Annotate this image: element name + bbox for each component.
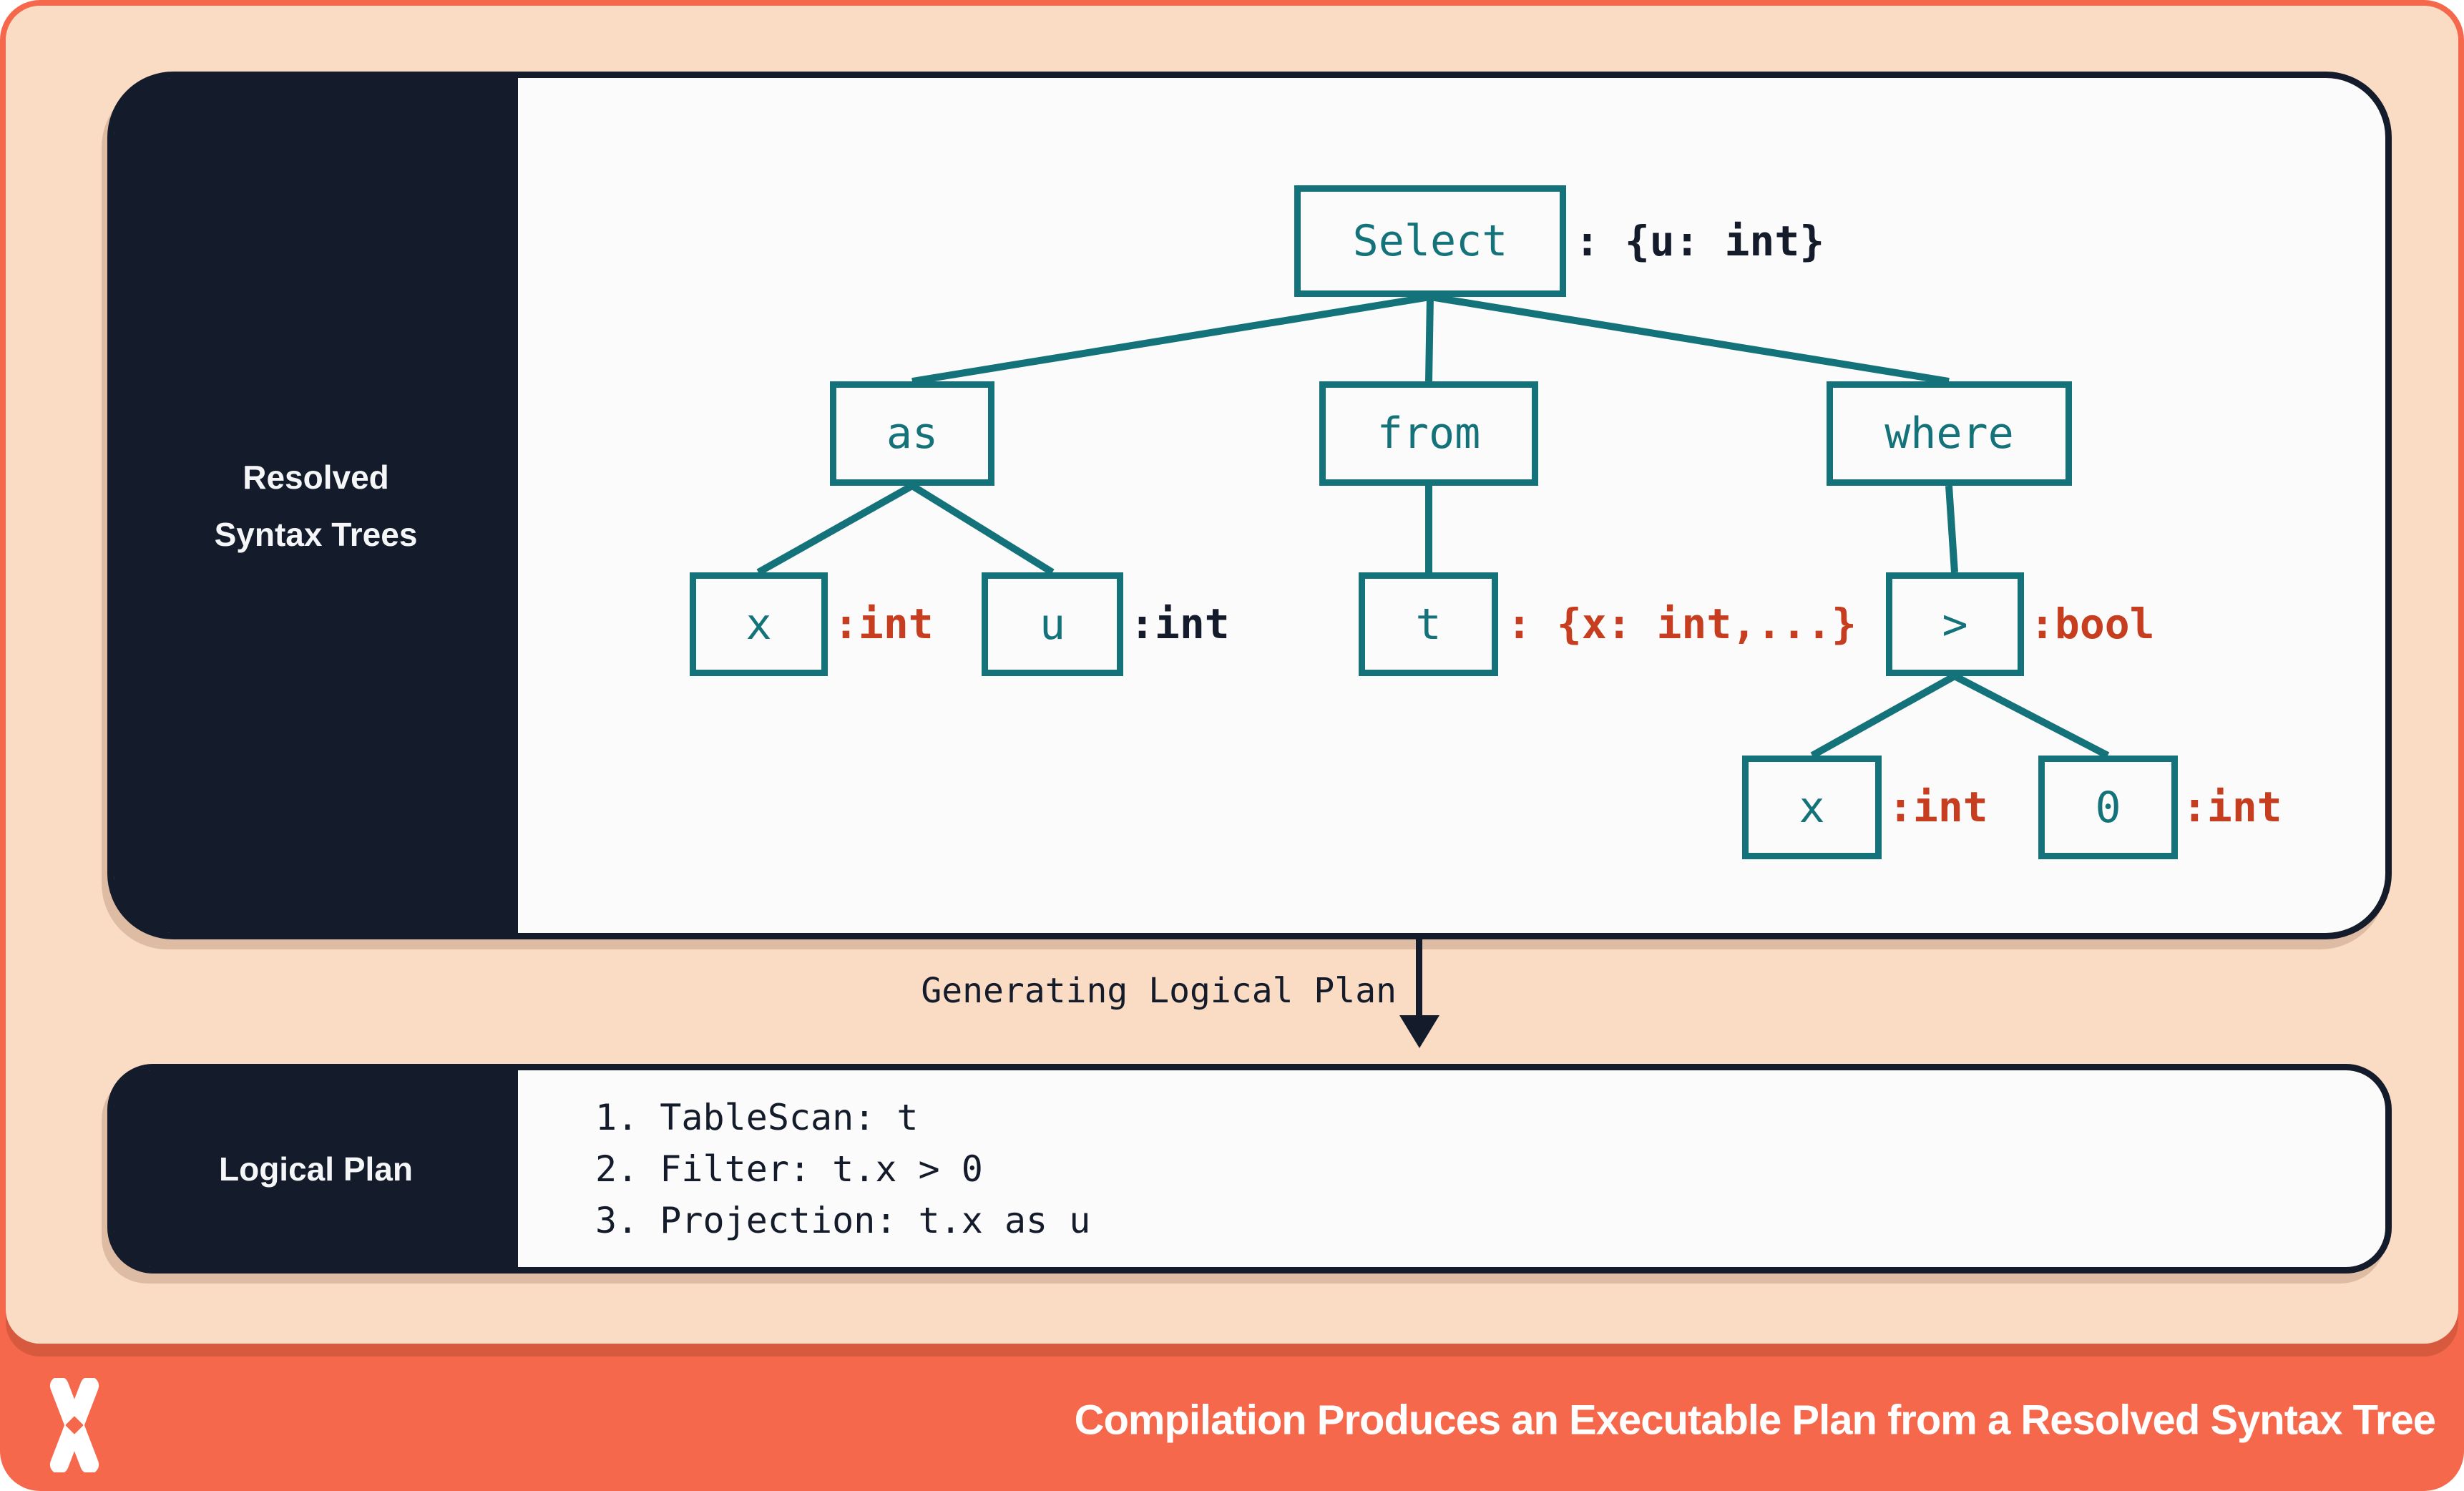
resolved-syntax-trees-panel: Resolved Syntax Trees Select : {u: int} … [107, 72, 2392, 939]
rst-sidebar: Resolved Syntax Trees [114, 78, 518, 933]
logical-plan-title: Logical Plan [219, 1150, 413, 1188]
tree-node-u-alias: u [982, 572, 1123, 676]
type-annotation-x-alias: :int [833, 600, 934, 648]
type-annotation-t-table: : {x: int,...} [1507, 600, 1857, 648]
tree-node-x-alias: x [690, 572, 828, 676]
tree-node-x-operand-label: x [1799, 782, 1825, 833]
logical-plan-panel: Logical Plan 1. TableScan: t 2. Filter: … [107, 1064, 2392, 1274]
tree-node-gt-operator: > [1886, 572, 2024, 676]
tree-node-from-label: from [1377, 409, 1481, 459]
rst-title-line1: Resolved [243, 458, 389, 496]
plan-step: 2. Filter: t.x > 0 [595, 1148, 983, 1190]
type-annotation-zero-operand: :int [2182, 783, 2282, 831]
type-annotation-select: : {u: int} [1575, 217, 1825, 265]
plan-step: 3. Projection: t.x as u [595, 1199, 1091, 1241]
tree-node-select-label: Select [1352, 216, 1508, 266]
rst-title-line2: Syntax Trees [214, 515, 418, 553]
transition-label: Generating Logical Plan [921, 971, 1397, 1011]
tree-node-u-alias-label: u [1039, 599, 1066, 650]
tree-node-t-table: t [1359, 572, 1498, 676]
tree-node-as-label: as [886, 409, 939, 459]
tree-node-where: where [1827, 381, 2072, 486]
logical-plan-steps: 1. TableScan: t 2. Filter: t.x > 0 3. Pr… [595, 1070, 2371, 1267]
tree-node-where-label: where [1884, 409, 2014, 459]
tree-node-x-operand: x [1742, 756, 1882, 859]
plan-step: 1. TableScan: t [595, 1096, 919, 1138]
footer-title: Compilation Produces an Executable Plan … [1074, 1397, 2436, 1444]
type-annotation-gt-operator: :bool [2030, 600, 2155, 648]
down-arrow-icon [1416, 939, 1422, 1018]
tree-node-t-table-label: t [1415, 599, 1442, 650]
tree-node-x-alias-label: x [745, 599, 772, 650]
brand-x-icon [49, 1378, 99, 1472]
tree-node-from: from [1319, 381, 1538, 486]
rst-panel-title: Resolved Syntax Trees [215, 449, 418, 563]
logical-plan-sidebar: Logical Plan [114, 1070, 518, 1267]
tree-node-zero-operand: 0 [2038, 756, 2178, 859]
type-annotation-x-operand: :int [1888, 783, 1988, 831]
tree-node-as: as [830, 381, 994, 486]
down-arrow-head-icon [1399, 1015, 1439, 1048]
tree-node-zero-operand-label: 0 [2095, 782, 2121, 833]
tree-edges [756, 293, 2110, 759]
tree-node-gt-operator-label: > [1942, 599, 1968, 650]
tree-node-select: Select [1294, 185, 1566, 297]
type-annotation-u-alias: :int [1130, 600, 1230, 648]
